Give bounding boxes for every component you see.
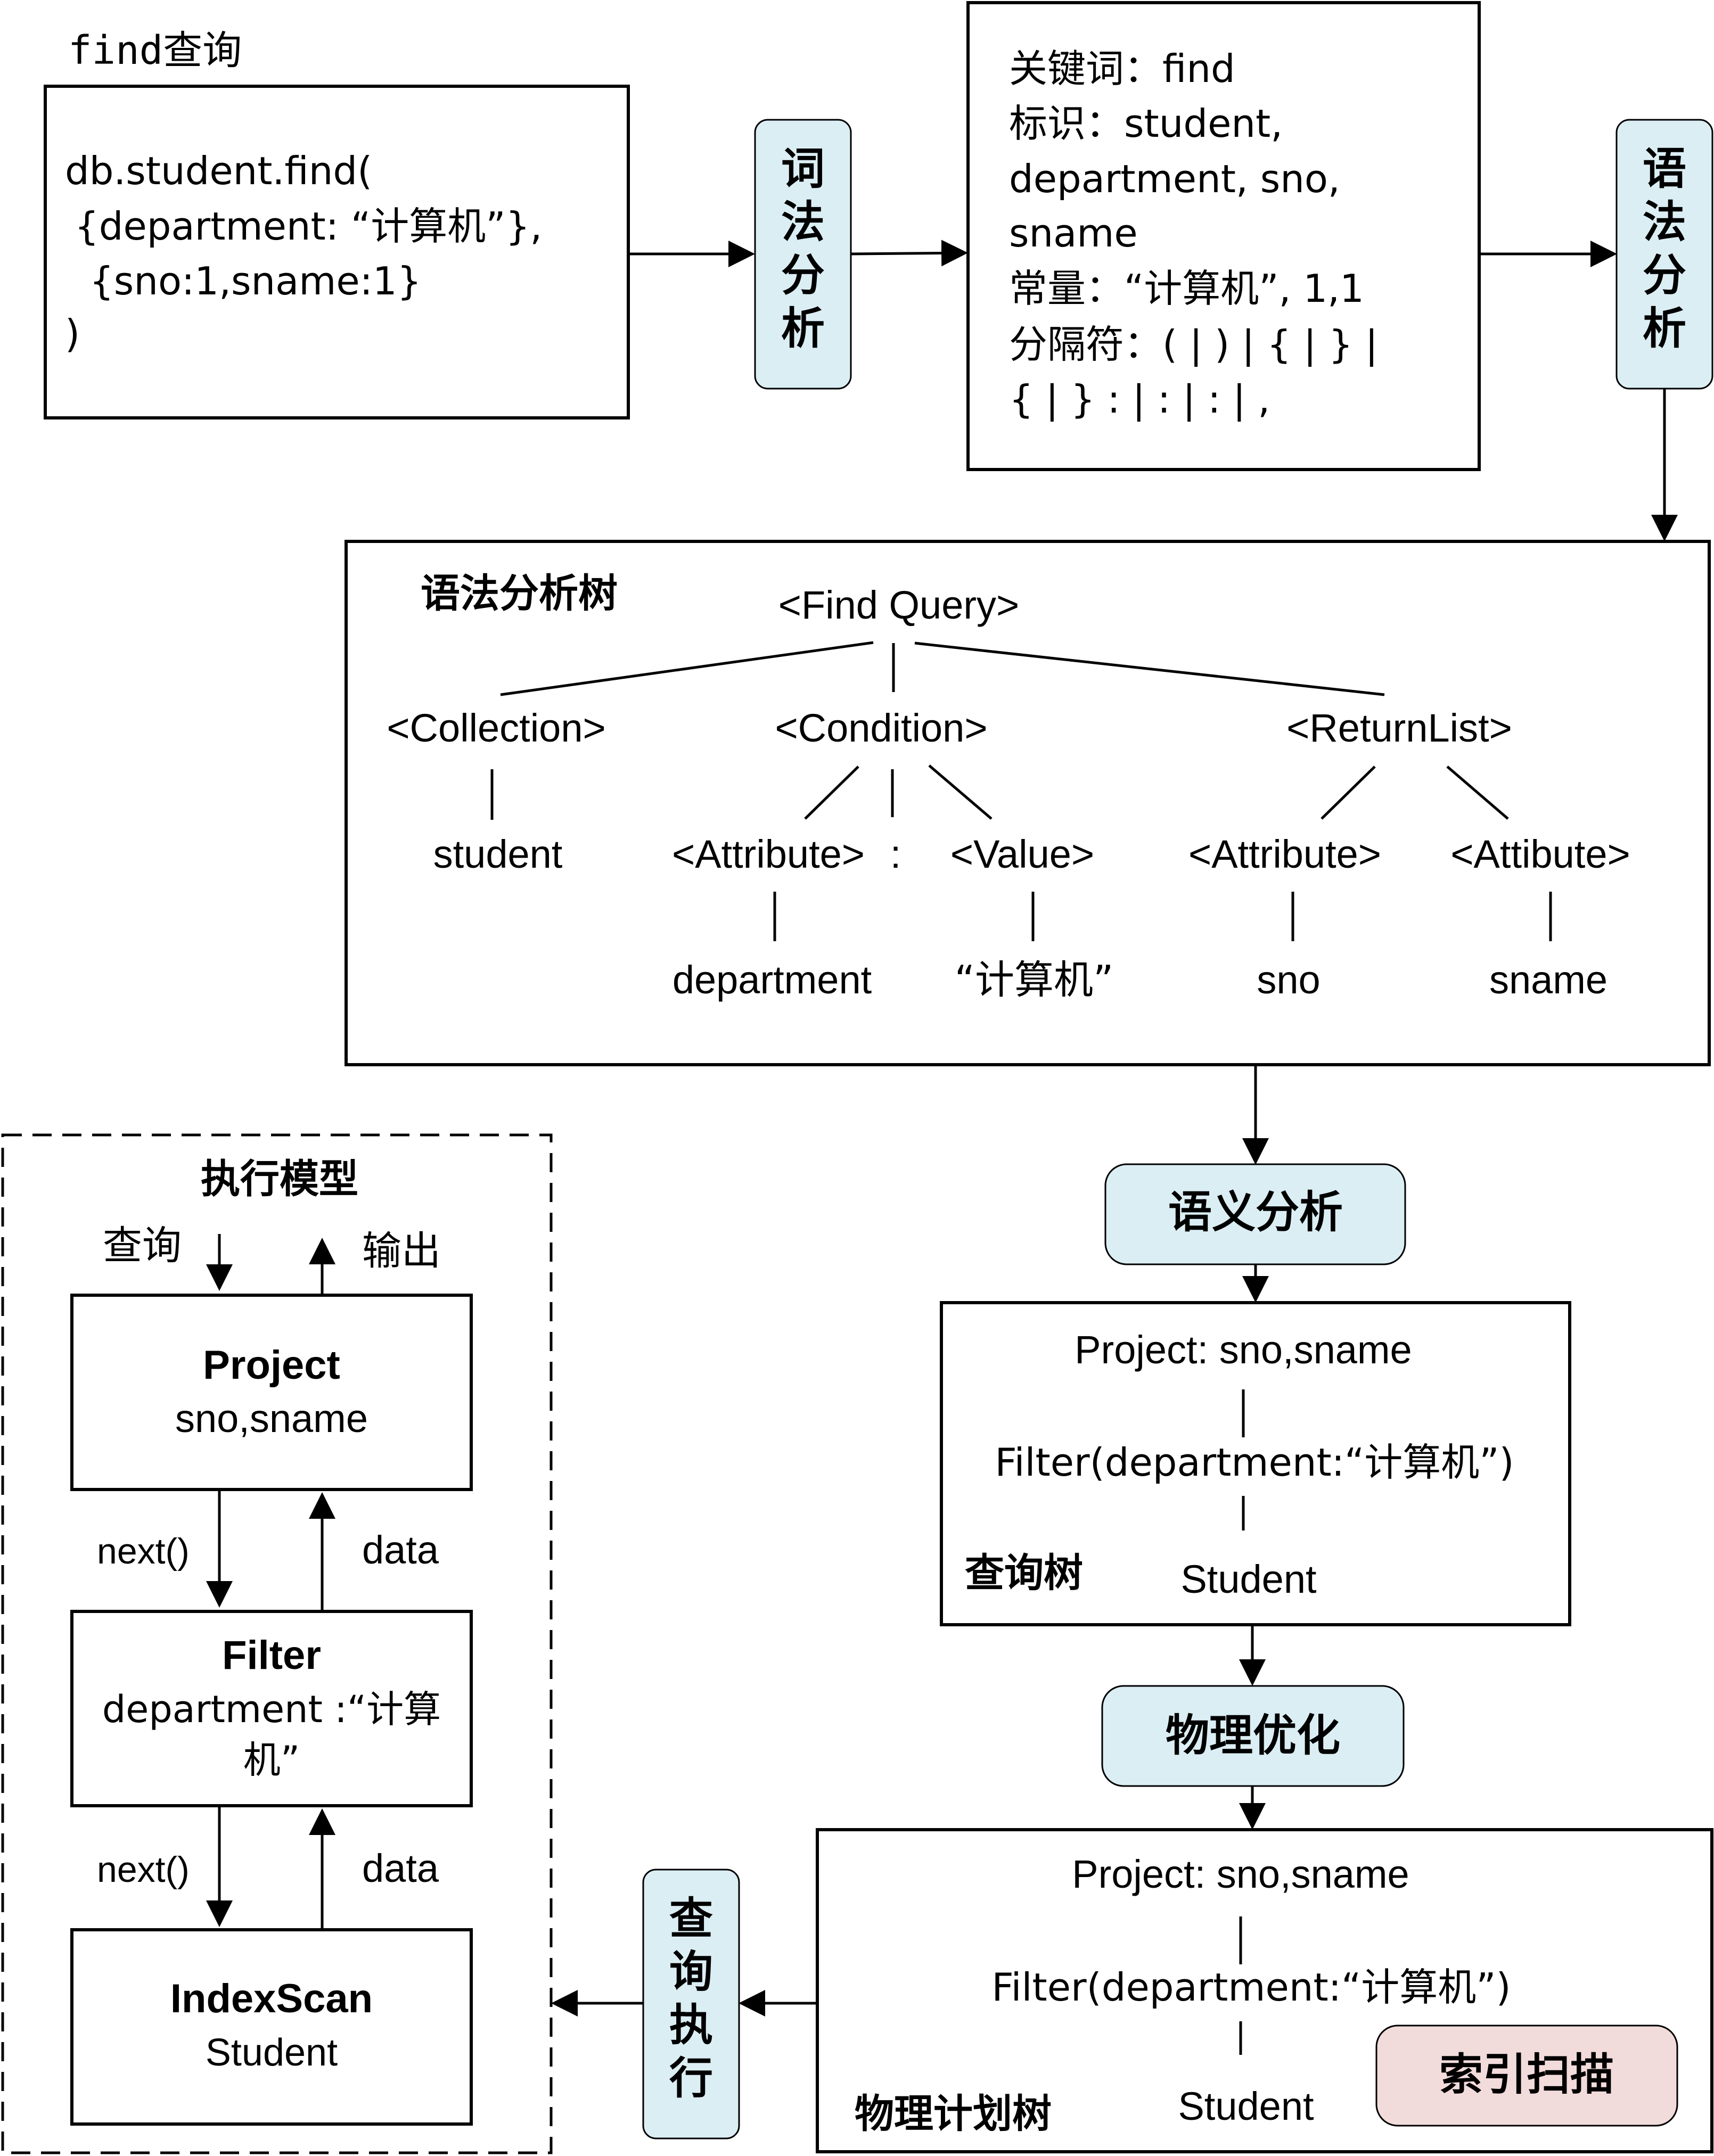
exec-filter-sub-1: department :“计算 [102, 1688, 441, 1731]
find-query-line-1: db.student.find( [65, 149, 372, 193]
token-constants: 常量：“计算机”, 1,1 [1009, 266, 1364, 311]
exec-next-label-1: next() [97, 1531, 190, 1571]
node-condition: <Condition> [775, 706, 987, 750]
execution-model-title: 执行模型 [201, 1156, 358, 1202]
query-tree-student: Student [1180, 1557, 1317, 1601]
vertical-char: 析 [781, 303, 825, 354]
leaf-value: “计算机” [955, 957, 1114, 1003]
node-value: <Value> [950, 832, 1094, 876]
exec-indexscan-title: IndexScan [170, 1976, 373, 2021]
leaf-department: department [673, 958, 872, 1002]
vertical-char: 语 [1643, 144, 1686, 194]
lexical-analysis-label: 词法分析 [781, 144, 825, 354]
token-identifiers: 标识：student, [1009, 101, 1283, 146]
index-scan-label: 索引扫描 [1439, 2050, 1614, 2100]
node-ret-attibute: <Attibute> [1450, 832, 1630, 876]
arrow-lexical-to-tokens [850, 240, 968, 267]
syntax-analysis-label: 语法分析 [1643, 144, 1686, 354]
physical-plan-student: Student [1178, 2084, 1314, 2128]
edge-condition-value [928, 764, 993, 820]
find-query-box [44, 85, 630, 419]
exec-filter-title: Filter [222, 1633, 321, 1678]
leaf-sno: sno [1257, 958, 1320, 1002]
exec-indexscan-sub: Student [206, 2031, 338, 2074]
vertical-char: 法 [781, 197, 825, 248]
exec-project-sub: sno,sname [175, 1396, 368, 1441]
semantic-analysis-label: 语义分析 [1168, 1187, 1343, 1238]
lexical-analysis-node [754, 119, 852, 390]
edge-returnlist-attribute [1321, 766, 1376, 820]
exec-next-label-2: next() [97, 1849, 190, 1890]
vertical-char: 分 [1643, 250, 1686, 301]
leaf-student: student [433, 832, 563, 876]
token-delimiters: 分隔符：( | ) | { | } | [1009, 322, 1378, 367]
exec-query-label: 查询 [103, 1223, 182, 1269]
edge-root-returnlist [914, 641, 1385, 696]
execution-model-frame [1, 1133, 553, 2154]
query-tree-title: 查询树 [965, 1550, 1083, 1596]
exec-filter-box [70, 1610, 473, 1807]
vertical-char: 分 [781, 250, 825, 301]
physical-optimization-label: 物理优化 [1166, 1710, 1340, 1761]
node-ret-attribute: <Attribute> [1188, 832, 1381, 876]
physical-plan-title: 物理计划树 [855, 2091, 1052, 2137]
vertical-char: 查 [669, 1894, 713, 1944]
exec-indexscan-box [70, 1928, 473, 2126]
token-keyword: 关键词：find [1009, 46, 1235, 91]
leaf-sname: sname [1489, 958, 1608, 1002]
vertical-char: 执 [669, 2000, 713, 2051]
physical-plan-project: Project: sno,sname [1072, 1852, 1409, 1896]
query-execution-label: 查询执行 [669, 1894, 713, 2104]
exec-data-label-2: data [362, 1846, 439, 1890]
token-identifiers-2: department, sno, [1009, 157, 1340, 201]
exec-output-label: 输出 [362, 1228, 441, 1274]
vertical-char: 析 [1643, 303, 1686, 354]
node-returnlist: <ReturnList> [1286, 706, 1512, 750]
vertical-char: 行 [669, 2053, 713, 2104]
index-scan-node [1375, 2025, 1678, 2127]
token-delimiters-2: { | } : | : | : | , [1009, 377, 1270, 422]
edge-returnlist-attibute [1446, 766, 1509, 820]
node-attribute: <Attribute> [672, 832, 865, 876]
tokens-box [966, 1, 1481, 471]
find-query-line-3: {sno:1,sname:1} [89, 259, 422, 303]
find-query-line-2: {department: “计算机”}, [75, 204, 542, 249]
physical-plan-filter: Filter(department:“计算机”) [991, 1965, 1511, 2010]
token-identifiers-3: sname [1009, 211, 1138, 256]
edge-condition-attribute [804, 766, 859, 820]
exec-project-title: Project [203, 1343, 340, 1388]
find-query-title: find查询 [68, 28, 242, 73]
parse-tree-title: 语法分析树 [421, 571, 618, 616]
node-collection: <Collection> [387, 706, 605, 750]
query-tree-project: Project: sno,sname [1075, 1328, 1412, 1372]
query-tree-box [940, 1301, 1571, 1626]
query-tree-filter: Filter(department:“计算机”) [995, 1440, 1514, 1485]
exec-filter-sub-2: 机” [243, 1738, 300, 1782]
parse-tree-box [345, 540, 1711, 1066]
edge-root-collection [500, 641, 874, 696]
vertical-char: 询 [669, 1947, 713, 1997]
exec-data-label-1: data [362, 1528, 439, 1572]
find-query-line-4: ) [65, 311, 80, 356]
exec-project-box [70, 1294, 473, 1491]
parse-tree-root: <Find Query> [778, 583, 1019, 627]
node-colon: : [890, 832, 901, 876]
vertical-char: 法 [1643, 197, 1686, 248]
vertical-char: 词 [781, 144, 825, 194]
